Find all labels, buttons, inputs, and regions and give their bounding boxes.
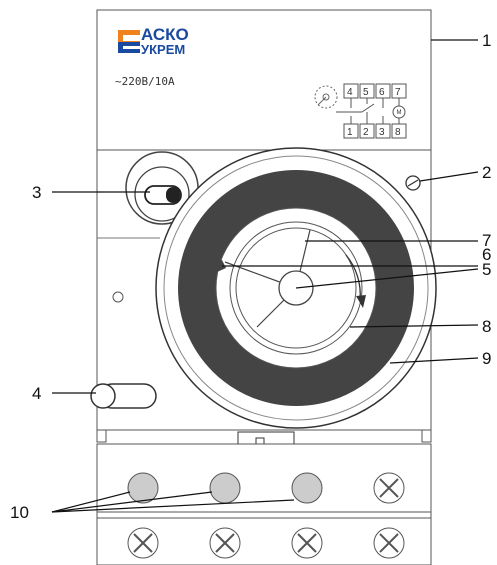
motor-label: M [397,110,402,116]
relay-contact [361,103,375,113]
mode-switch-knob[interactable] [166,187,180,203]
dial-symbol-center [322,93,330,101]
indicator-led [112,291,124,303]
leader-8 [349,324,479,328]
din-clip-left [96,429,107,443]
brand-logo: АСКО УКРЕМ [118,25,189,57]
logo-mark-lower [118,42,140,53]
callout-3: 3 [32,183,41,202]
terminal-screw[interactable] [127,527,159,559]
reset-button[interactable] [90,383,157,409]
terminal-plug[interactable] [127,472,159,504]
terminal-plug[interactable] [291,472,323,504]
callout-7: 7 [482,231,491,250]
reset-button-cap[interactable] [90,383,116,409]
callout-lines [51,39,479,513]
brand-line1: АСКО [141,25,189,44]
screw-slot [407,179,419,187]
terminal-label: 8 [395,127,401,138]
din-clip-right [421,429,432,443]
brand-line2: УКРЕМ [141,42,185,57]
leader-10c [51,499,295,513]
terminal-plug[interactable] [209,472,241,504]
dial-segment-ring[interactable] [178,170,414,406]
callout-4: 4 [32,384,41,403]
callout-8: 8 [482,317,491,336]
terminal-screw[interactable] [209,527,241,559]
terminal-label: 3 [379,127,385,138]
callout-9: 9 [482,349,491,368]
dial-face-track [229,221,363,355]
leader-10a [51,491,131,513]
label-panel [96,9,432,151]
callout-5: 5 [482,260,491,279]
terminal-label: 5 [363,87,369,98]
callout-6: 6 [482,245,491,264]
leader-9 [389,357,479,364]
mode-switch[interactable] [125,151,199,225]
terminal-screw[interactable] [373,527,405,559]
callout-10: 10 [10,503,29,522]
terminal-label: 6 [379,87,385,98]
terminal-screw[interactable] [291,527,323,559]
callout-1: 1 [482,31,491,50]
dial-symbol-hand [317,96,327,106]
adjust-screw[interactable] [405,175,421,191]
callout-2: 2 [482,163,491,182]
leader-5 [295,268,479,289]
dial-symbol [314,85,338,109]
leader-2 [419,171,479,182]
screw-cross [133,533,153,553]
terminal-label: 1 [347,127,353,138]
rotation-arrow-head [356,295,366,308]
dial-face-track-inner [235,227,357,349]
screw-cross [297,533,317,553]
wiring-schematic: 4 5 6 7 1 2 3 8 M [314,83,407,139]
screw-cross [215,533,235,553]
terminal-screw[interactable] [373,472,405,504]
leader-10b [51,491,213,513]
screw-cross [379,533,399,553]
dial-marker [213,260,226,272]
terminal-label: 7 [395,87,401,98]
terminal-label: 2 [363,127,369,138]
voltage-rating: ~220В/10А [115,75,175,88]
terminal-label: 4 [347,87,353,98]
screw-cross [379,478,399,498]
